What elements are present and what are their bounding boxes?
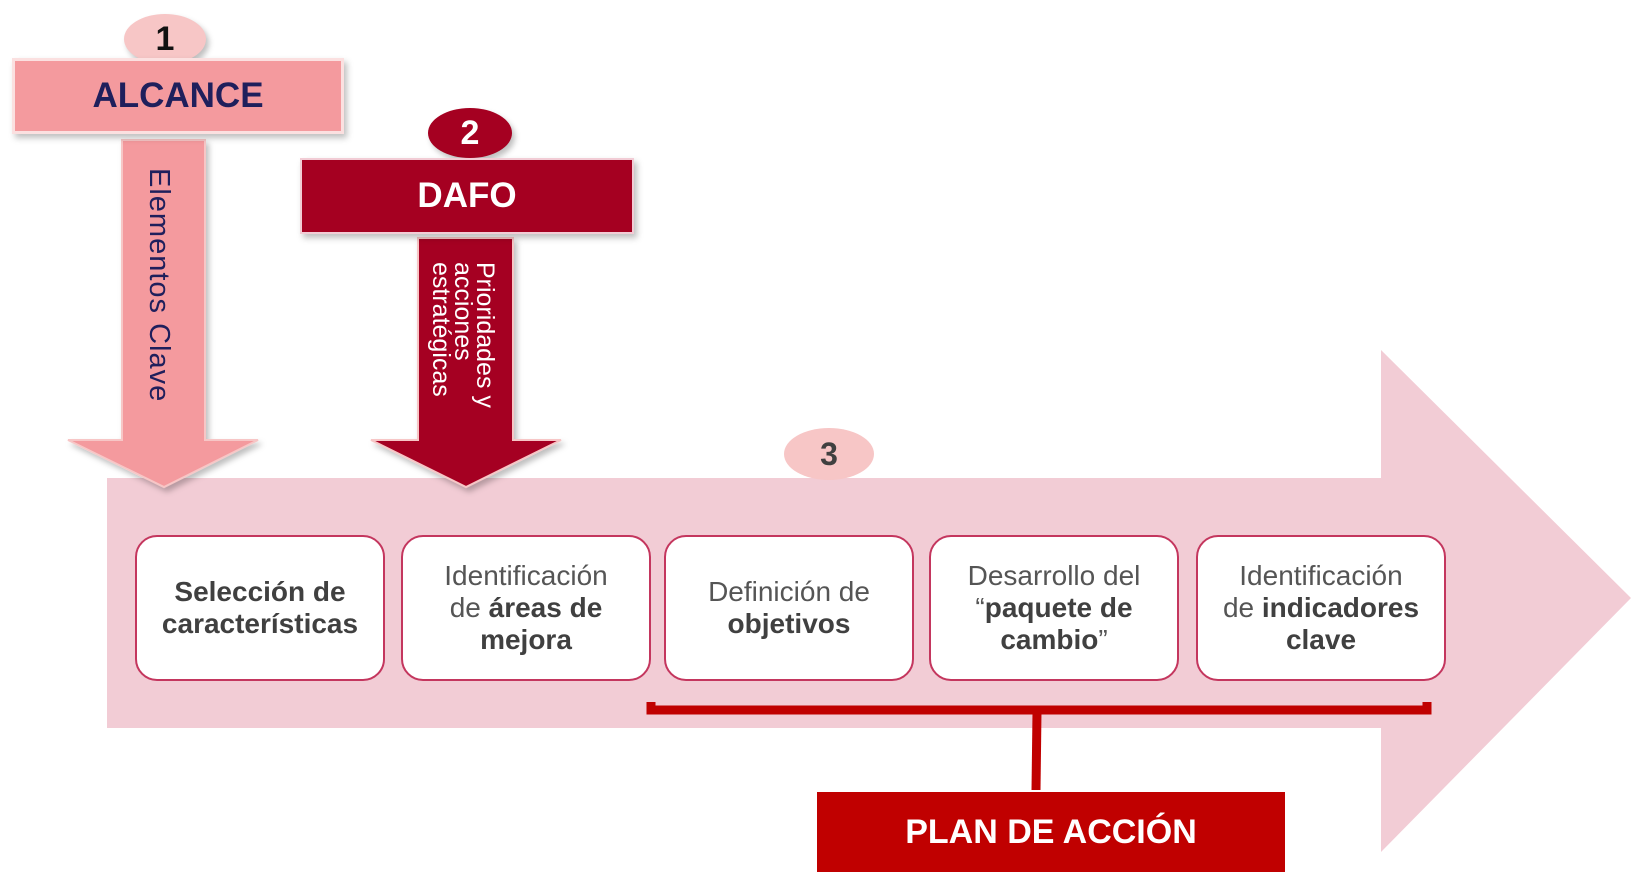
- alcance-down-arrow: [67, 139, 259, 489]
- alcance-box: ALCANCE: [12, 58, 344, 134]
- dafo-box: DAFO: [300, 158, 634, 234]
- stage-1-badge: 1: [124, 14, 206, 64]
- stage-3-badge: 3: [784, 428, 874, 480]
- dafo-down-arrow: [370, 237, 562, 489]
- plan-de-accion-box: PLAN DE ACCIÓN: [817, 792, 1285, 872]
- dafo-flow-label: Prioridades y acciones estratégicas: [427, 262, 499, 408]
- plan-bracket: [646, 702, 1432, 715]
- alcance-flow-label: Elementos Clave: [143, 168, 175, 403]
- plan-connector: [1031, 711, 1042, 791]
- stage-2-badge: 2: [428, 108, 512, 158]
